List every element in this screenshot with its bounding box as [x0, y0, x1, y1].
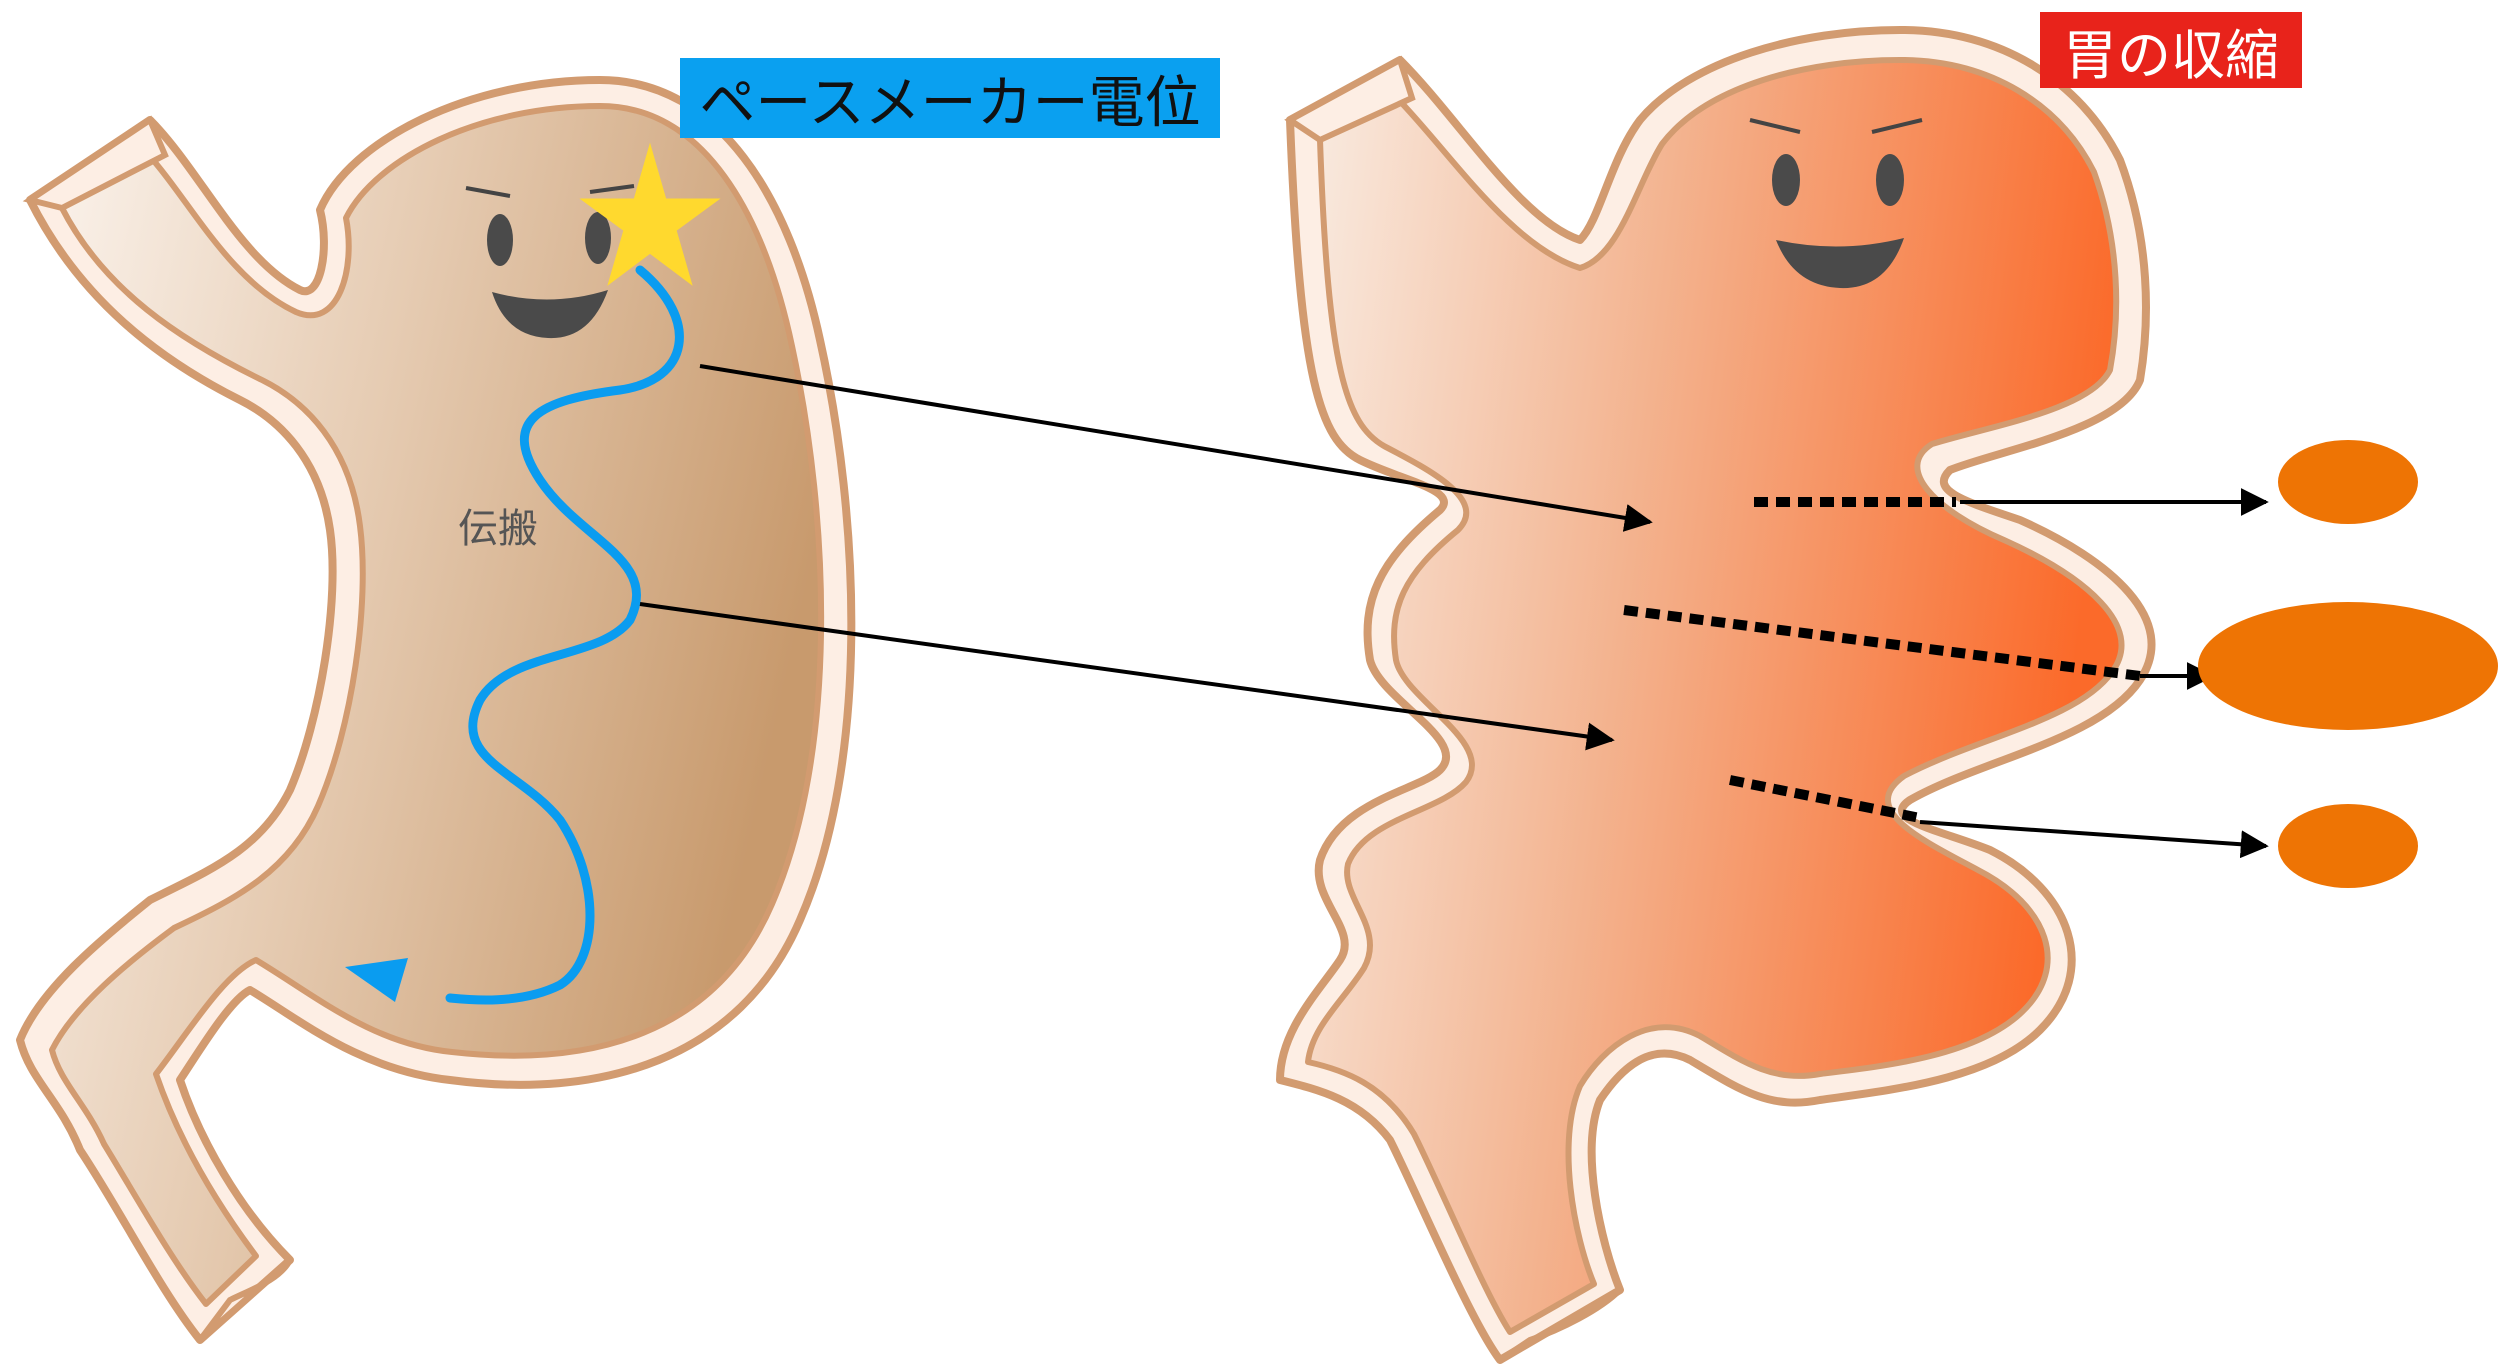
propagation-label: 伝搬: [458, 496, 538, 554]
face-right-eye-right: [1876, 154, 1904, 206]
cross-sections: [2198, 440, 2498, 888]
pacemaker-potential-label: ペースメーカー電位: [680, 58, 1220, 138]
face-left-eye-right: [585, 212, 611, 264]
cross-section-top: [2278, 440, 2418, 524]
cross-section-bottom: [2278, 804, 2418, 888]
stomach-left-body: [52, 106, 821, 1304]
stomach-contraction-label: 胃の収縮: [2040, 12, 2302, 88]
stomach-right: [1280, 30, 2152, 1360]
face-right-eye-left: [1772, 154, 1800, 206]
face-left-eye-left: [487, 214, 513, 266]
stomach-left: [20, 80, 851, 1340]
cross-section-middle: [2198, 602, 2498, 730]
stomach-right-body: [1308, 60, 2122, 1332]
